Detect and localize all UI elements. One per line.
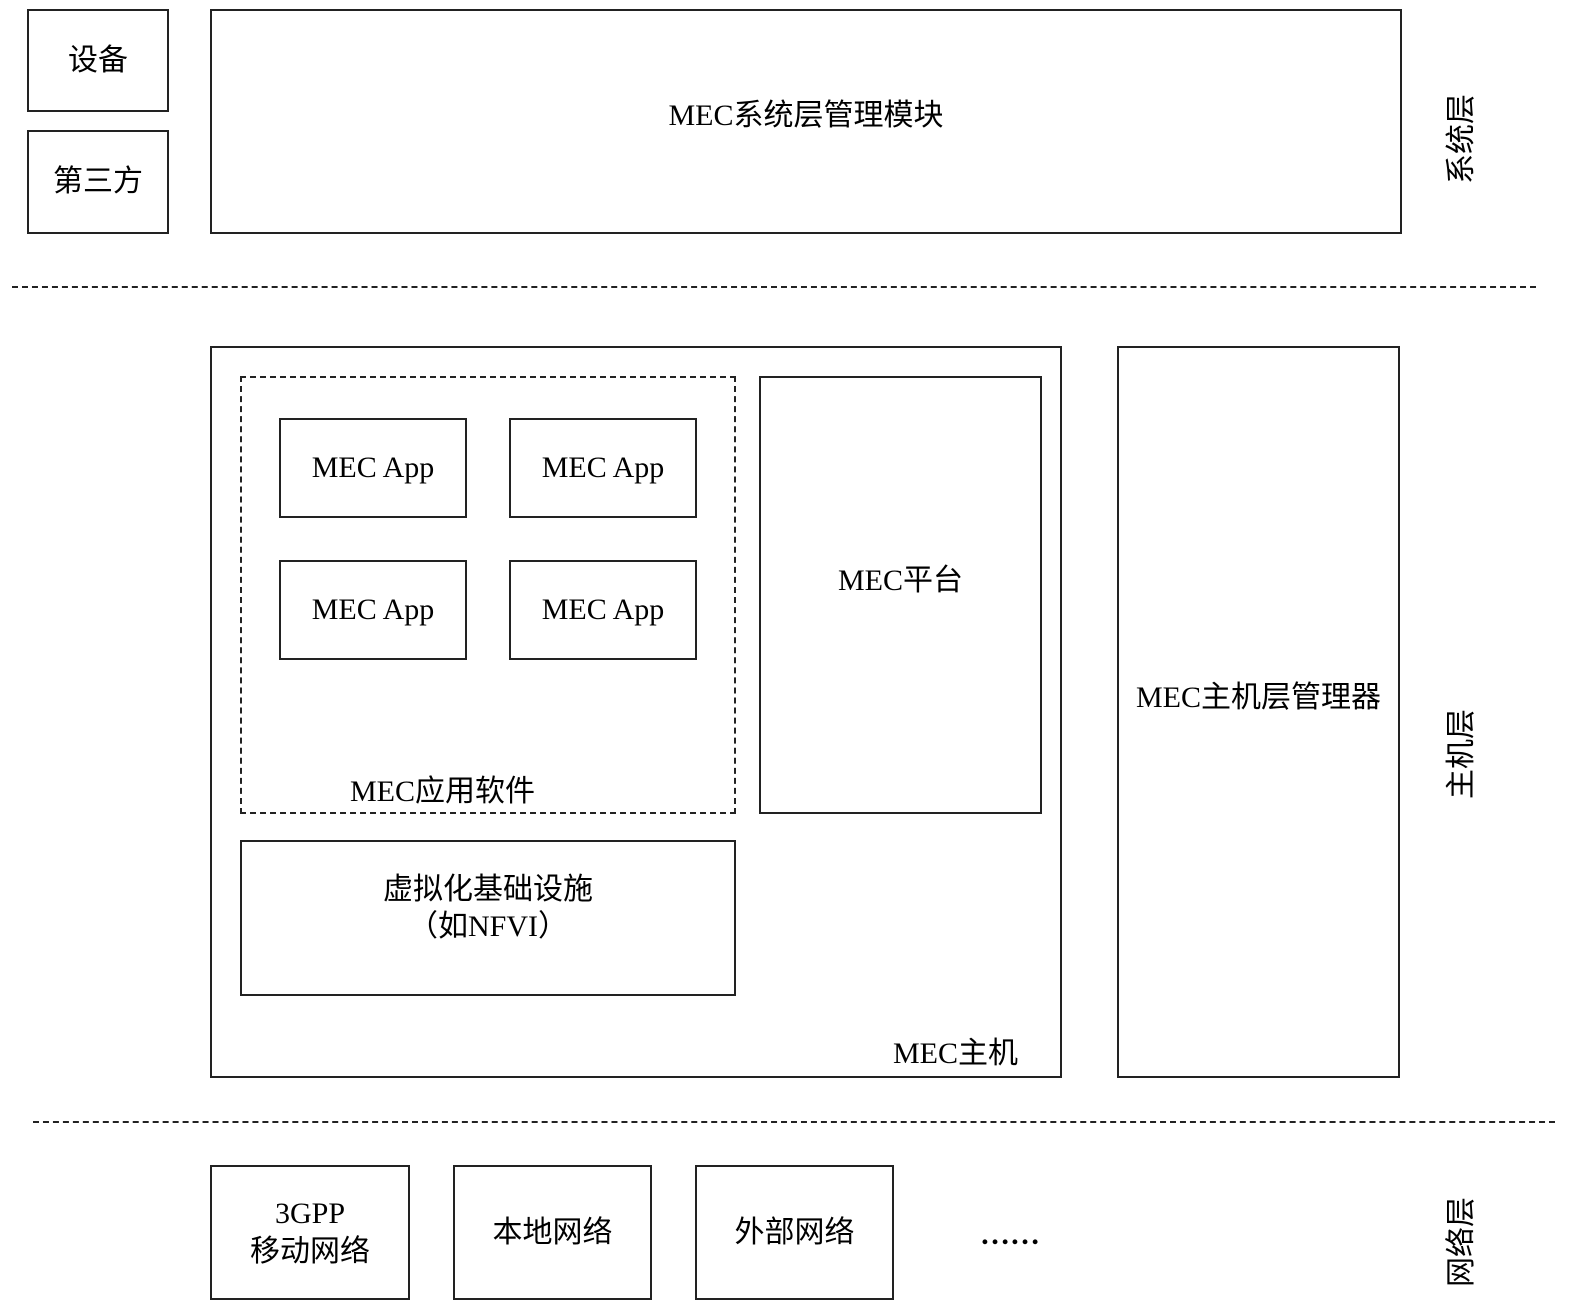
virtualization-infra-example: （如NFVI） [407,910,568,943]
system-mgmt-module-box: MEC系统层管理模块 [210,9,1402,234]
host-manager-box: MEC主机层管理器 [1117,346,1400,1078]
mec-app-box: MEC App [279,560,467,660]
mobile-network-label: 移动网络 [250,1234,370,1268]
network-layer-label: 网络层 [1445,1197,1478,1287]
mec-platform-box: MEC平台 [759,376,1042,814]
mec-app-software-label: MEC应用软件 [350,775,536,808]
system-mgmt-module-label: MEC系统层管理模块 [668,98,944,132]
host-manager-label: MEC主机层管理器 [1135,681,1381,715]
mec-app-box: MEC App [279,418,467,518]
layer-divider-bottom [33,1121,1555,1123]
external-network-label: 外部网络 [734,1215,855,1249]
mec-host-box [210,346,1062,1078]
mec-app-label: MEC App [311,593,435,627]
host-layer-label: 主机层 [1445,709,1478,799]
mec-platform-label: MEC平台 [837,564,963,598]
3gpp-network-box: 3GPP 移动网络 [210,1165,410,1300]
mec-app-label: MEC App [541,593,665,627]
mec-app-box: MEC App [509,418,697,518]
layer-divider-top [12,286,1536,288]
mec-host-label: MEC主机 [893,1037,1019,1070]
external-network-box: 外部网络 [695,1165,894,1300]
mec-app-box: MEC App [509,560,697,660]
local-network-label: 本地网络 [492,1215,613,1249]
third-party-box: 第三方 [27,130,169,234]
virtualization-infra-box: 虚拟化基础设施 （如NFVI） [240,840,736,996]
local-network-box: 本地网络 [453,1165,652,1300]
mec-app-label: MEC App [311,451,435,485]
virtualization-infra-label: 虚拟化基础设施 [383,872,593,906]
system-layer-label: 系统层 [1445,94,1478,184]
device-box: 设备 [27,9,169,112]
more-networks-ellipsis: …… [980,1218,1040,1251]
third-party-label: 第三方 [53,165,143,199]
mec-app-software-box [240,376,736,814]
3gpp-label: 3GPP [274,1197,346,1230]
mec-app-label: MEC App [541,451,665,485]
device-label: 设备 [68,43,128,77]
